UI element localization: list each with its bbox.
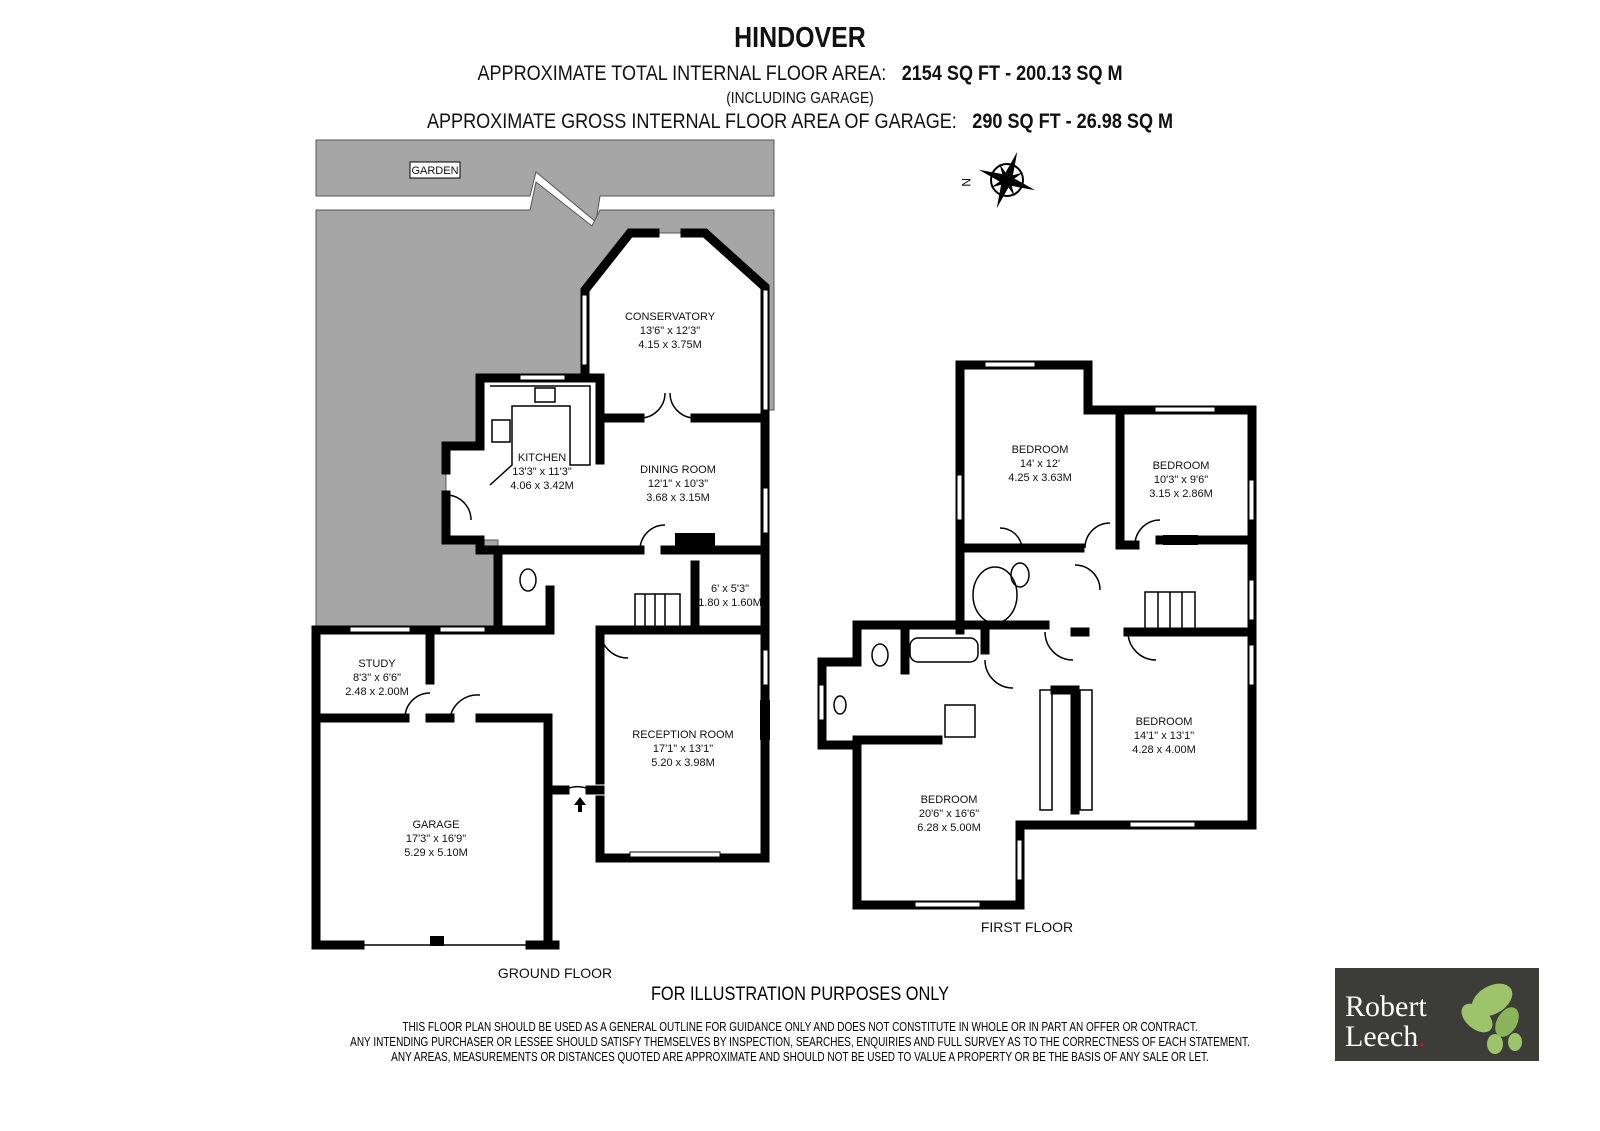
room-size-metric: 4.25 x 3.63M (1008, 472, 1072, 484)
room-name: KITCHEN (518, 452, 566, 464)
room-size-metric: 6.28 x 5.00M (917, 822, 981, 834)
room-size-metric: 5.29 x 5.10M (404, 847, 468, 859)
room-garage: GARAGE 17'3" x 16'9" 5.29 x 5.10M (404, 819, 468, 859)
room-size-metric: 5.20 x 3.98M (651, 757, 715, 769)
room-size-metric: 3.68 x 3.15M (646, 492, 710, 504)
first-floor-walls (817, 360, 1257, 910)
total-area-value: 2154 SQ FT - 200.13 SQ M (901, 62, 1123, 85)
room-reception: RECEPTION ROOM 17'1" x 13'1" 5.20 x 3.98… (632, 729, 733, 769)
total-area-label: APPROXIMATE TOTAL INTERNAL FLOOR AREA: (477, 62, 887, 85)
ground-floor-label: GROUND FLOOR (498, 965, 612, 981)
plan-title: HINDOVER (734, 22, 866, 54)
logo-line-2-text: Leech (1345, 1020, 1419, 1053)
room-size-imperial: 20'6" x 16'6" (919, 808, 979, 820)
room-size-imperial: 12'1" x 10'3" (648, 478, 708, 490)
disclaimer-line: ANY INTENDING PURCHASER OR LESSEE SHOULD… (350, 1035, 1250, 1049)
garage-area-value: 290 SQ FT - 26.98 SQ M (972, 110, 1174, 133)
room-name: BEDROOM (1153, 460, 1210, 472)
ground-floor-walls (311, 228, 770, 950)
room-size-metric: 1.80 x 1.60M (698, 597, 762, 609)
room-size-imperial: 8'3" x 6'6" (353, 672, 401, 684)
room-name: STUDY (358, 658, 396, 670)
room-size-metric: 4.15 x 3.75M (638, 339, 702, 351)
logo-line-1: Robert (1345, 990, 1427, 1023)
room-name: BEDROOM (1012, 444, 1069, 456)
room-name: CONSERVATORY (625, 311, 716, 323)
first-floor-label: FIRST FLOOR (981, 919, 1073, 935)
room-size-imperial: 13'3" x 11'3" (512, 466, 572, 478)
oak-leaf-icon (1461, 983, 1522, 1054)
room-bedroom-4: BEDROOM 20'6" x 16'6" 6.28 x 5.00M (917, 794, 981, 834)
logo-line-2: Leech. (1345, 1020, 1426, 1053)
entrance-arrow-icon (574, 797, 586, 812)
room-conservatory: CONSERVATORY 13'6" x 12'3" 4.15 x 3.75M (625, 311, 716, 351)
compass-north-label: N (959, 178, 973, 187)
garden-label: GARDEN (411, 165, 458, 177)
room-cupboard: 6' x 5'3" 1.80 x 1.60M (698, 583, 762, 609)
room-dining: DINING ROOM 12'1" x 10'3" 3.68 x 3.15M (640, 464, 716, 504)
garden-area: GARDEN (315, 139, 775, 631)
room-size-imperial: 17'1" x 13'1" (653, 743, 713, 755)
room-study: STUDY 8'3" x 6'6" 2.48 x 2.00M (345, 658, 409, 698)
room-size-imperial: 13'6" x 12'3" (640, 325, 700, 337)
compass-icon: N (959, 151, 1036, 209)
room-name: RECEPTION ROOM (632, 729, 733, 741)
garage-area-line: APPROXIMATE GROSS INTERNAL FLOOR AREA OF… (112, 110, 1488, 134)
room-size-imperial: 14' x 12' (1020, 458, 1060, 470)
room-bedroom-3: BEDROOM 14'1" x 13'1" 4.28 x 4.00M (1132, 716, 1196, 756)
room-name: BEDROOM (1136, 716, 1193, 728)
room-name: GARAGE (412, 819, 459, 831)
room-size-metric: 4.06 x 3.42M (510, 480, 574, 492)
room-size-imperial: 17'3" x 16'9" (406, 833, 466, 845)
room-size-metric: 4.28 x 4.00M (1132, 744, 1196, 756)
agent-logo: Robert Leech. (1335, 968, 1539, 1061)
room-bedroom-1: BEDROOM 14' x 12' 4.25 x 3.63M (1008, 444, 1072, 484)
disclaimer-line: ANY AREAS, MEASUREMENTS OR DISTANCES QUO… (391, 1050, 1209, 1064)
room-size-imperial: 6' x 5'3" (711, 583, 749, 595)
room-name: BEDROOM (921, 794, 978, 806)
total-area-line: APPROXIMATE TOTAL INTERNAL FLOOR AREA: 21… (112, 62, 1488, 86)
room-size-imperial: 10'3" x 9'6" (1154, 474, 1208, 486)
room-size-imperial: 14'1" x 13'1" (1134, 730, 1194, 742)
room-name: DINING ROOM (640, 464, 716, 476)
disclaimer-line: THIS FLOOR PLAN SHOULD BE USED AS A GENE… (402, 1020, 1198, 1034)
garage-area-label: APPROXIMATE GROSS INTERNAL FLOOR AREA OF… (426, 110, 957, 133)
room-size-metric: 3.15 x 2.86M (1149, 488, 1213, 500)
disclaimer: THIS FLOOR PLAN SHOULD BE USED AS A GENE… (160, 1020, 1440, 1065)
room-kitchen: KITCHEN 13'3" x 11'3" 4.06 x 3.42M (510, 452, 574, 492)
room-bedroom-2: BEDROOM 10'3" x 9'6" 3.15 x 2.86M (1149, 460, 1213, 500)
illustration-note: FOR ILLUSTRATION PURPOSES ONLY (650, 984, 950, 1005)
room-size-metric: 2.48 x 2.00M (345, 686, 409, 698)
including-garage-note: (INCLUDING GARAGE) (726, 90, 874, 107)
